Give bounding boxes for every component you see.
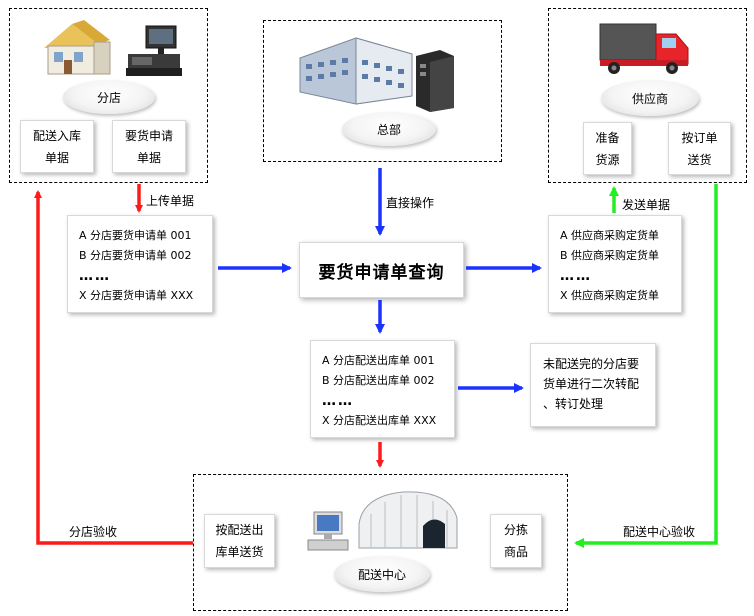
branch-request-list: A 分店要货申请单 001 B 分店要货申请单 002 …… X 分店要货申请单…: [67, 215, 213, 313]
upload-docs-label: 上传单据: [146, 194, 195, 208]
supplier-prepare-goods: 准备 货源: [583, 122, 632, 175]
dc-sort-goods: 分拣 商品: [490, 514, 542, 568]
dc-accept-label: 配送中心验收: [623, 525, 696, 539]
request-query-box: 要货申请单查询: [299, 242, 464, 298]
dc-ship-by-order: 按配送出 库单送货: [204, 514, 275, 568]
delivery-item-x: X 分店配送出库单 XXX: [322, 414, 437, 427]
branch-accept-label: 分店验收: [69, 525, 118, 539]
cash-register-icon: [126, 25, 182, 76]
house-icon: [44, 20, 111, 75]
supplier-order-list: A 供应商采购定货单 B 供应商采购定货单 …… X 供应商采购定货单: [548, 215, 682, 313]
branch-group: [9, 8, 208, 183]
supplier-to-dc-arrow: [574, 184, 718, 548]
undelivered-note: 未配送完的分店要 货单进行二次转配 、转订处理: [530, 343, 656, 427]
order-ellipsis: ……: [560, 268, 592, 284]
request-ellipsis: ……: [79, 268, 111, 284]
dc-to-branch-arrow: [34, 190, 193, 545]
truck-icon: [599, 23, 689, 74]
request-item-x: X 分店要货申请单 XXX: [79, 289, 194, 302]
supplier-group: [548, 8, 747, 183]
hq-group: [263, 20, 502, 162]
delivery-item-b: B 分店配送出库单 002: [322, 374, 435, 387]
branch-inbound-docs: 配送入库 单据: [20, 120, 94, 173]
request-item-a: A 分店要货申请单 001: [79, 229, 192, 242]
supplier-deliver-by-order: 按订单 送货: [668, 122, 731, 175]
delivery-item-a: A 分店配送出库单 001: [322, 354, 435, 367]
order-item-x: X 供应商采购定货单: [560, 289, 660, 302]
delivery-order-list: A 分店配送出库单 001 B 分店配送出库单 002 …… X 分店配送出库单…: [310, 340, 455, 438]
dc-label: 配送中心: [334, 556, 430, 592]
building-icon: [299, 37, 413, 105]
branch-label: 分店: [63, 80, 155, 114]
supplier-label: 供应商: [601, 80, 699, 116]
delivery-ellipsis: ……: [322, 393, 354, 409]
send-docs-label: 发送单据: [622, 198, 671, 212]
order-item-a: A 供应商采购定货单: [560, 229, 660, 242]
direct-operation-label: 直接操作: [386, 196, 435, 210]
dc-group: [193, 474, 568, 611]
order-item-b: B 供应商采购定货单: [560, 249, 660, 262]
server-icon: [416, 50, 454, 112]
branch-request-docs: 要货申请 单据: [112, 120, 186, 173]
hq-label: 总部: [342, 112, 436, 146]
request-item-b: B 分店要货申请单 002: [79, 249, 192, 262]
computer-icon: [307, 511, 349, 551]
warehouse-icon: [358, 491, 458, 549]
